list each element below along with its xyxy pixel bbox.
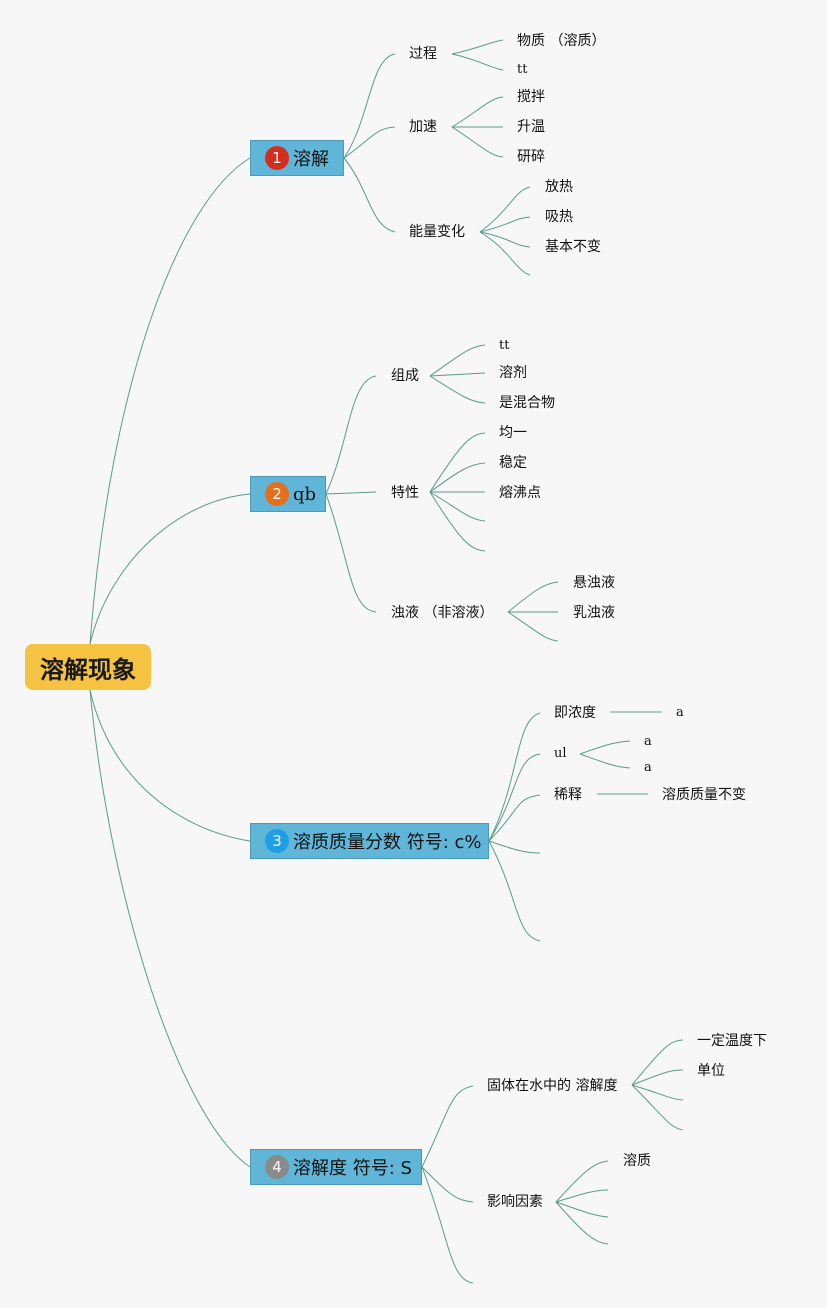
link-ul-2: [579, 753, 631, 769]
topic-3[interactable]: 3 溶质质量分数 符号: c%: [250, 823, 489, 859]
link-zucheng-3: [429, 375, 486, 404]
subtopic-1-1[interactable]: 过程: [409, 46, 437, 62]
topic-1[interactable]: 1 溶解: [250, 140, 344, 176]
link-yingxiang-2: [555, 1189, 609, 1203]
link-t3-ul: [488, 753, 541, 842]
link-nengliang-3: [479, 231, 531, 248]
link-t2-texing: [325, 491, 377, 495]
priority-3-icon: 3: [265, 829, 289, 853]
link-yingxiang-4: [555, 1201, 609, 1245]
leaf-2-1-2[interactable]: 溶剂: [499, 365, 527, 381]
priority-1-icon: 1: [265, 146, 289, 170]
topic-2[interactable]: 2 qb: [250, 476, 326, 512]
link-nengliang-4: [479, 231, 531, 276]
leaf-2-2-2[interactable]: 稳定: [499, 455, 527, 471]
link-zucheng-1: [429, 344, 486, 377]
subtopic-1-2[interactable]: 加速: [409, 119, 437, 135]
subtopic-2-3[interactable]: 浊液 （非溶液）: [391, 605, 494, 621]
link-root-topic-4: [89, 689, 251, 1168]
leaf-2-2-3[interactable]: 熔沸点: [499, 485, 541, 501]
link-guti-1: [631, 1039, 684, 1086]
leaf-4-1-2[interactable]: 单位: [697, 1063, 725, 1079]
topic-4[interactable]: 4 溶解度 符号: S: [250, 1149, 422, 1185]
link-nengliang-2: [479, 216, 531, 233]
link-ul-1: [579, 740, 631, 755]
subtopic-1-3[interactable]: 能量变化: [409, 224, 465, 240]
link-root-topic-3: [89, 689, 251, 842]
leaf-1-1-1[interactable]: 物质 （溶质）: [517, 33, 606, 49]
link-guti-3: [631, 1084, 684, 1101]
leaf-2-3-1[interactable]: 悬浊液: [573, 575, 615, 591]
link-guti-2: [631, 1069, 684, 1086]
link-texing-5: [429, 491, 486, 552]
subtopic-3-1[interactable]: 即浓度: [554, 705, 596, 721]
link-t2-zucheng: [325, 375, 377, 495]
leaf-1-2-1[interactable]: 搅拌: [517, 89, 545, 105]
leaf-1-3-3[interactable]: 基本不变: [545, 239, 601, 255]
subtopic-2-2[interactable]: 特性: [391, 485, 419, 501]
leaf-1-2-2[interactable]: 升温: [517, 119, 545, 135]
leaf-1-2-3[interactable]: 研碎: [517, 149, 545, 165]
subtopic-3-2[interactable]: ul: [554, 746, 567, 761]
link-guti-4: [631, 1084, 684, 1131]
link-root-topic-2: [89, 493, 251, 645]
leaf-2-1-1[interactable]: tt: [499, 338, 510, 353]
leaf-3-2-1[interactable]: a: [644, 734, 652, 749]
link-t1-guocheng: [343, 53, 396, 159]
link-guocheng-2: [451, 53, 504, 71]
subtopic-2-1[interactable]: 组成: [391, 368, 419, 384]
link-t4-guti: [421, 1085, 474, 1168]
link-guocheng-1: [451, 39, 504, 55]
link-zhuoye-3: [507, 611, 559, 642]
subtopic-4-1[interactable]: 固体在水中的 溶解度: [487, 1078, 618, 1094]
link-texing-1: [429, 432, 486, 493]
link-texing-4: [429, 491, 486, 522]
link-yingxiang-3: [555, 1201, 609, 1218]
topic-3-label: 溶质质量分数 符号: c%: [293, 832, 482, 853]
leaf-1-1-2[interactable]: tt: [517, 62, 528, 77]
link-nengliang-1: [479, 186, 531, 233]
leaf-3-3-1[interactable]: 溶质质量不变: [662, 787, 746, 803]
leaf-2-2-1[interactable]: 均一: [499, 425, 527, 441]
leaf-3-2-2[interactable]: a: [644, 760, 652, 775]
leaf-1-3-2[interactable]: 吸热: [545, 209, 573, 225]
link-t3-empty-1: [488, 840, 541, 854]
link-jiasu-3: [451, 126, 504, 158]
topic-2-label: qb: [293, 483, 317, 505]
link-zhuoye-1: [507, 581, 559, 613]
link-t3-empty-2: [488, 840, 541, 942]
leaf-4-1-1[interactable]: 一定温度下: [697, 1033, 767, 1049]
link-texing-2: [429, 462, 486, 493]
link-t4-empty: [421, 1166, 474, 1284]
leaf-2-3-2[interactable]: 乳浊液: [573, 605, 615, 621]
link-t3-xishi: [488, 794, 541, 842]
link-t4-yingxiang: [421, 1166, 474, 1203]
leaf-1-3-1[interactable]: 放热: [545, 179, 573, 195]
leaf-2-1-3[interactable]: 是混合物: [499, 395, 555, 411]
link-t1-jiasu: [343, 126, 396, 159]
link-t3-nongdu: [488, 712, 541, 842]
link-t1-nengliang: [343, 157, 396, 233]
leaf-3-1-1[interactable]: a: [676, 705, 684, 720]
link-jiasu-1: [451, 96, 504, 128]
subtopic-3-3[interactable]: 稀释: [554, 787, 582, 803]
priority-2-icon: 2: [265, 482, 289, 506]
topic-1-label: 溶解: [293, 149, 329, 170]
subtopic-4-2[interactable]: 影响因素: [487, 1194, 543, 1210]
priority-4-icon: 4: [265, 1155, 289, 1179]
link-root-topic-1: [89, 157, 251, 645]
topic-4-label: 溶解度 符号: S: [293, 1158, 412, 1179]
link-zucheng-2: [429, 372, 486, 377]
link-t2-zhuoye: [325, 493, 377, 613]
leaf-4-2-1[interactable]: 溶质: [623, 1153, 651, 1169]
link-yingxiang-1: [555, 1160, 609, 1203]
root-topic[interactable]: 溶解现象: [25, 644, 151, 690]
